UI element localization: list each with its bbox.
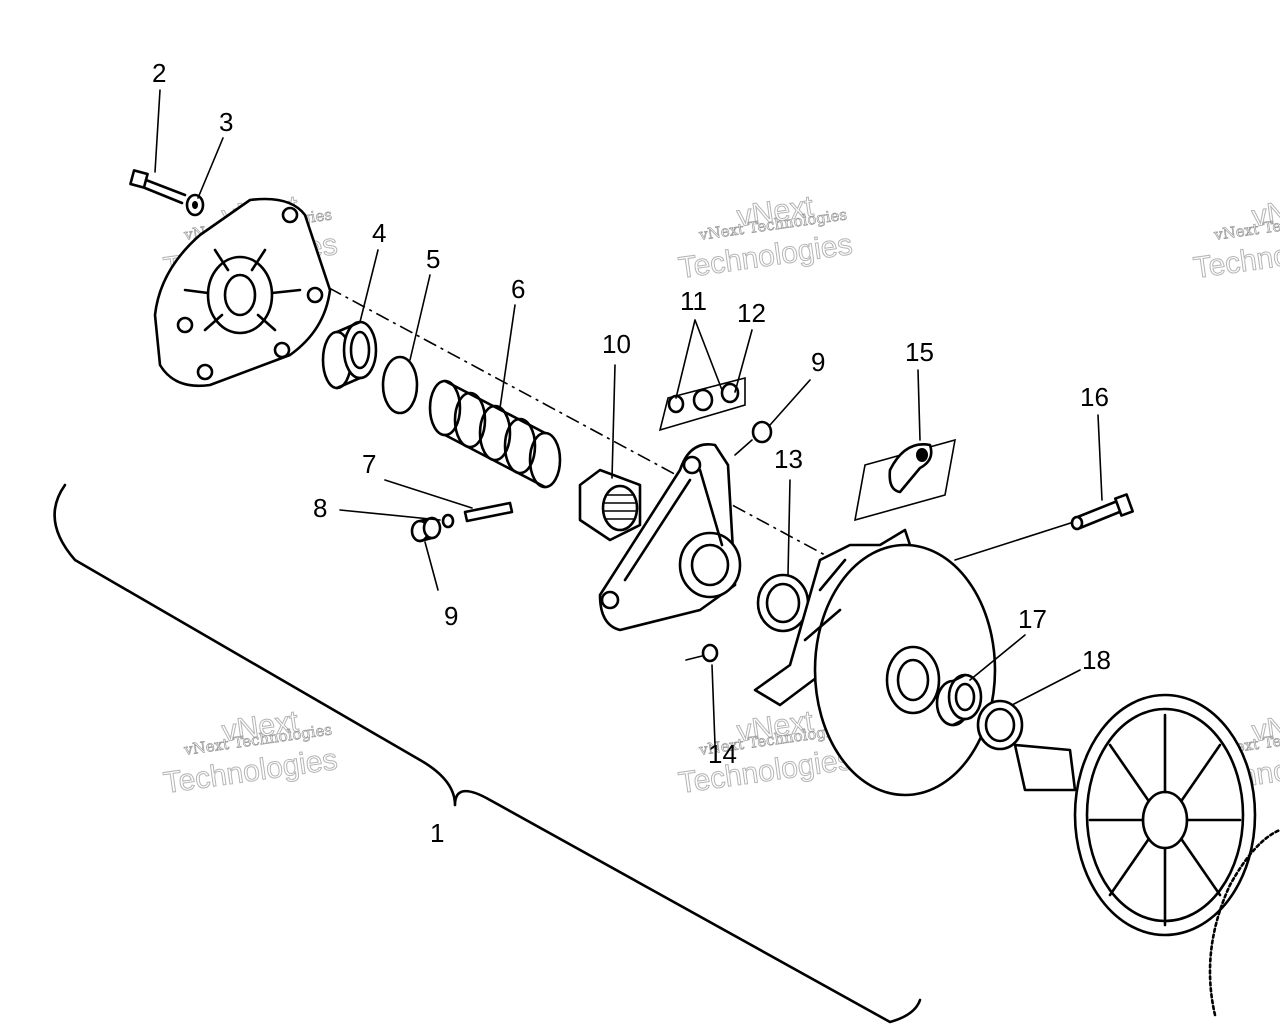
bolt-part-2 [129, 169, 187, 205]
callout-4: 4 [372, 218, 386, 248]
callout-12: 12 [737, 298, 766, 328]
callout-9-left: 9 [444, 601, 458, 631]
bushing-part-4 [321, 320, 378, 390]
callout-3: 3 [219, 107, 233, 137]
snap-ring-part-5 [381, 355, 419, 415]
callout-14: 14 [708, 739, 737, 769]
callout-labels: 2 3 4 5 6 7 8 9 10 11 12 9 13 15 16 17 1… [152, 58, 1111, 848]
callout-18: 18 [1082, 645, 1111, 675]
bushing-part-17 [935, 673, 983, 727]
nut-part-14 [685, 643, 719, 663]
spring-part-6 [428, 379, 562, 489]
callout-6: 6 [511, 274, 525, 304]
center-axis [304, 274, 826, 556]
callout-5: 5 [426, 244, 440, 274]
bolt-part-16 [1070, 493, 1135, 531]
clip-part-15 [853, 438, 957, 522]
washer-part-8 [441, 513, 455, 529]
callout-11: 11 [680, 286, 707, 316]
moveable-sheave [753, 528, 997, 797]
spider-part-10 [578, 468, 642, 542]
assembly-bracket [53, 483, 922, 1024]
callout-2: 2 [152, 58, 166, 88]
washer-part-18 [976, 699, 1024, 751]
callout-16: 16 [1080, 382, 1109, 412]
callout-8: 8 [313, 493, 327, 523]
leader-lines [154, 89, 1103, 746]
fixed-sheave [1013, 693, 1280, 1017]
cover-housing [153, 197, 332, 388]
callout-15: 15 [905, 337, 934, 367]
callout-17: 17 [1018, 604, 1047, 634]
callout-13: 13 [774, 444, 803, 474]
nut-part-3 [185, 193, 205, 217]
callout-10: 10 [602, 329, 631, 359]
roller-part-9-right [734, 420, 773, 456]
center-axis-right [954, 519, 1081, 561]
washer-part-13 [756, 573, 810, 633]
callout-9-right: 9 [811, 347, 825, 377]
callout-1: 1 [430, 818, 444, 848]
pin-part-7 [463, 501, 514, 523]
weight-arm [598, 443, 742, 632]
callout-7: 7 [362, 449, 376, 479]
roller-part-9-left [410, 516, 442, 543]
hardware-parts-11-12 [658, 376, 746, 432]
